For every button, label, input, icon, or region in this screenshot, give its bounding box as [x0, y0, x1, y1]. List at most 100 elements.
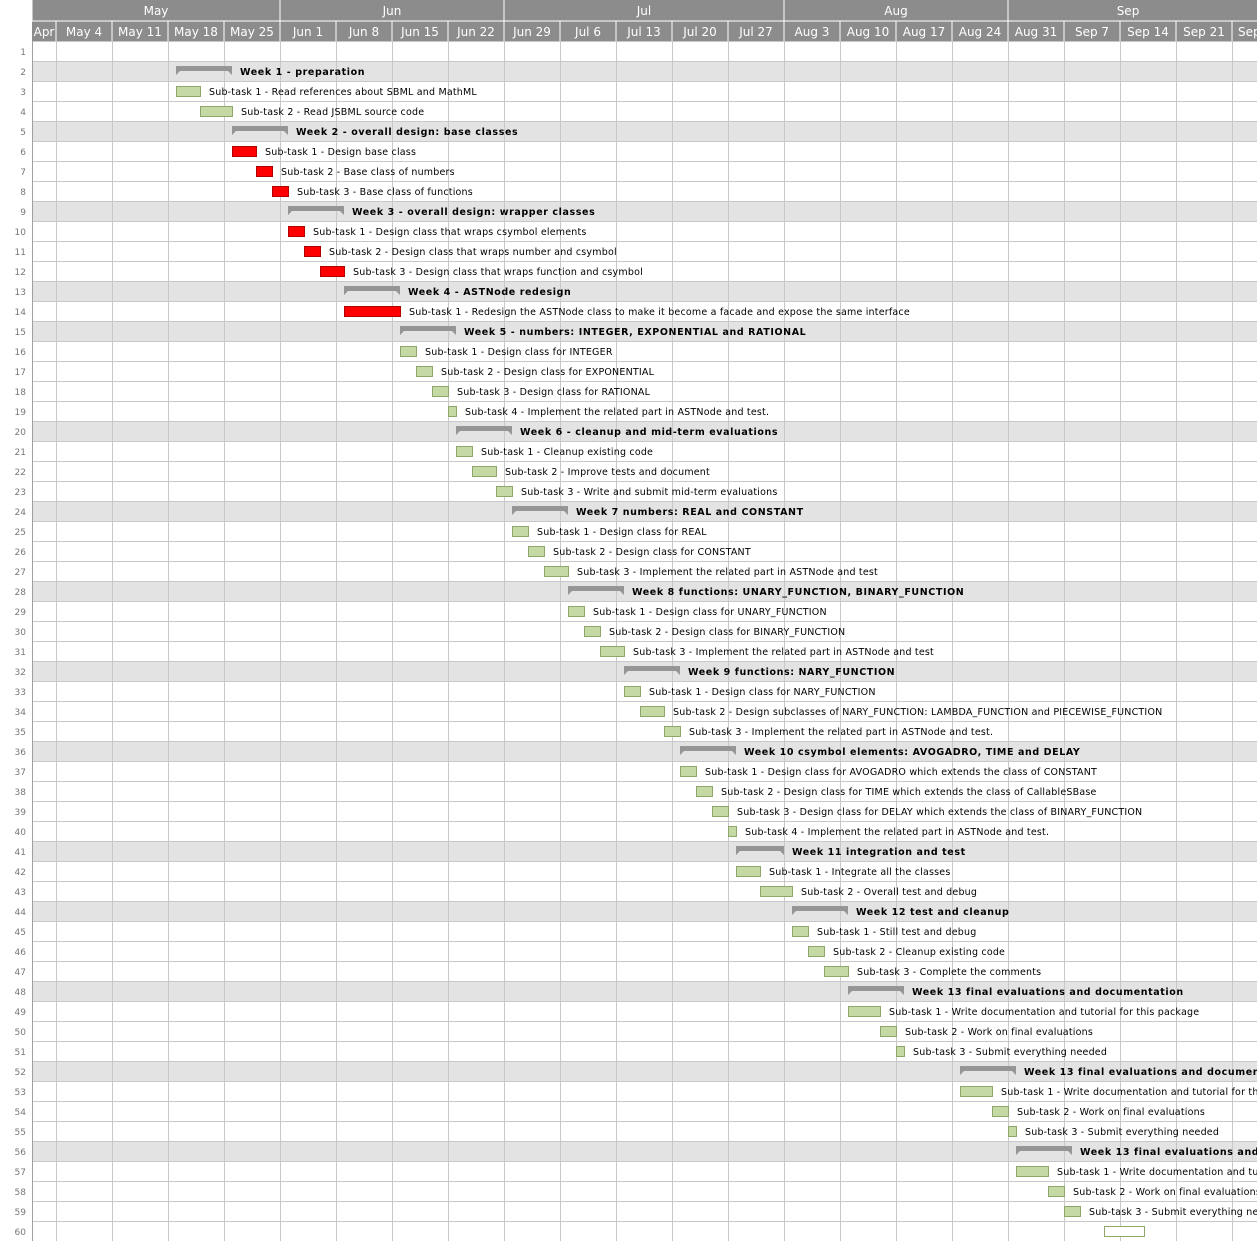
row-number: 33 [15, 688, 26, 698]
group-row-background [32, 901, 1257, 921]
summary-bar [680, 746, 736, 751]
task-label: Sub-task 2 - Base class of numbers [281, 167, 455, 178]
summary-bar [624, 666, 680, 671]
group-label: Week 2 - overall design: base classes [296, 127, 518, 138]
task-label: Sub-task 2 - Design class for TIME which… [721, 787, 1097, 798]
week-header: Jun 1 [292, 25, 323, 39]
group-label: Week 10 csymbol elements: AVOGADRO, TIME… [744, 747, 1080, 758]
row-number: 4 [20, 108, 26, 118]
group-label: Week 13 final evaluations and documentat… [912, 987, 1184, 998]
task-label: Sub-task 2 - Improve tests and document [505, 467, 710, 478]
task-bars [176, 66, 1145, 1237]
summary-bar-start-cap [176, 71, 180, 75]
row-number: 26 [15, 548, 27, 558]
row-number: 37 [15, 768, 26, 778]
group-row-background [32, 61, 1257, 81]
group-row-background [32, 1141, 1257, 1161]
task-bar [584, 626, 601, 637]
task-label: Sub-task 2 - Work on final evaluations [1017, 1107, 1205, 1118]
critical-task-bar [288, 226, 305, 237]
row-number: 25 [15, 528, 26, 538]
row-number: 20 [15, 428, 27, 438]
summary-bar-start-cap [344, 291, 348, 295]
row-number: 53 [15, 1088, 26, 1098]
summary-bar-end-cap [228, 71, 232, 75]
row-number: 29 [15, 608, 27, 618]
summary-bar-start-cap [456, 431, 460, 435]
task-bar [792, 926, 809, 937]
summary-bar [288, 206, 344, 211]
month-header: Jun [382, 4, 402, 18]
summary-bar [344, 286, 400, 291]
group-row-background [32, 201, 1257, 221]
row-number: 47 [15, 968, 26, 978]
row-number: 39 [15, 808, 27, 818]
task-bar [728, 826, 737, 837]
row-number: 22 [15, 468, 26, 478]
row-number: 28 [15, 588, 27, 598]
group-label: Week 7 numbers: REAL and CONSTANT [576, 507, 804, 518]
task-bar [624, 686, 641, 697]
group-label: Week 13 final evaluations and documentat… [1080, 1147, 1257, 1158]
task-bar [496, 486, 513, 497]
week-header: Aug 3 [795, 25, 830, 39]
task-bar [600, 646, 625, 657]
task-label: Sub-task 2 - Overall test and debug [801, 887, 977, 898]
critical-task-bar [344, 306, 401, 317]
row-number: 15 [15, 328, 26, 338]
row-number: 43 [15, 888, 26, 898]
task-label: Sub-task 1 - Write documentation and tut… [1057, 1167, 1257, 1178]
task-bar [528, 546, 545, 557]
task-bar [808, 946, 825, 957]
row-number: 17 [15, 368, 26, 378]
task-label: Sub-task 1 - Design class for AVOGADRO w… [705, 767, 1097, 778]
row-number: 55 [15, 1128, 26, 1138]
row-number: 42 [15, 868, 26, 878]
task-label: Sub-task 3 - Submit everything needed [913, 1047, 1107, 1058]
week-header: Jul 27 [738, 25, 773, 39]
summary-bar-end-cap [396, 291, 400, 295]
group-row-background [32, 741, 1257, 761]
task-bar [432, 386, 449, 397]
task-bar [568, 606, 585, 617]
task-bar [880, 1026, 897, 1037]
group-row-background [32, 581, 1257, 601]
row-number: 3 [20, 88, 26, 98]
row-number: 38 [15, 788, 27, 798]
critical-task-bar [320, 266, 345, 277]
row-number: 6 [20, 148, 26, 158]
task-label: Sub-task 3 - Implement the related part … [633, 647, 934, 658]
row-number: 57 [15, 1168, 26, 1178]
task-bar [448, 406, 457, 417]
row-number: 18 [15, 388, 27, 398]
group-row-background [32, 841, 1257, 861]
summary-bar-start-cap [848, 991, 852, 995]
task-label: Sub-task 2 - Design class for EXPONENTIA… [441, 367, 655, 378]
task-label: Sub-task 1 - Design base class [265, 147, 416, 158]
summary-bar-start-cap [792, 911, 796, 915]
group-label: Week 4 - ASTNode redesign [408, 287, 571, 298]
week-header: Jun 22 [456, 25, 495, 39]
task-label: Sub-task 3 - Base class of functions [297, 187, 473, 198]
summary-bar [400, 326, 456, 331]
row-number: 30 [15, 628, 27, 638]
summary-bar [176, 66, 232, 71]
summary-bar-end-cap [1068, 1151, 1072, 1155]
group-label: Week 3 - overall design: wrapper classes [352, 207, 595, 218]
row-number: 23 [15, 488, 26, 498]
row-number: 48 [15, 988, 27, 998]
month-header: Sep [1117, 4, 1140, 18]
row-number: 60 [15, 1228, 27, 1238]
task-bar [512, 526, 529, 537]
grid-lines [32, 41, 1257, 1241]
row-number: 41 [15, 848, 26, 858]
task-bar [712, 806, 729, 817]
summary-bar-start-cap [624, 671, 628, 675]
week-header: Jul 6 [574, 25, 601, 39]
task-label: Sub-task 1 - Write documentation and tut… [889, 1007, 1199, 1018]
task-label: Sub-task 4 - Implement the related part … [465, 407, 769, 418]
group-label: Week 1 - preparation [240, 67, 365, 78]
summary-bar-end-cap [284, 131, 288, 135]
